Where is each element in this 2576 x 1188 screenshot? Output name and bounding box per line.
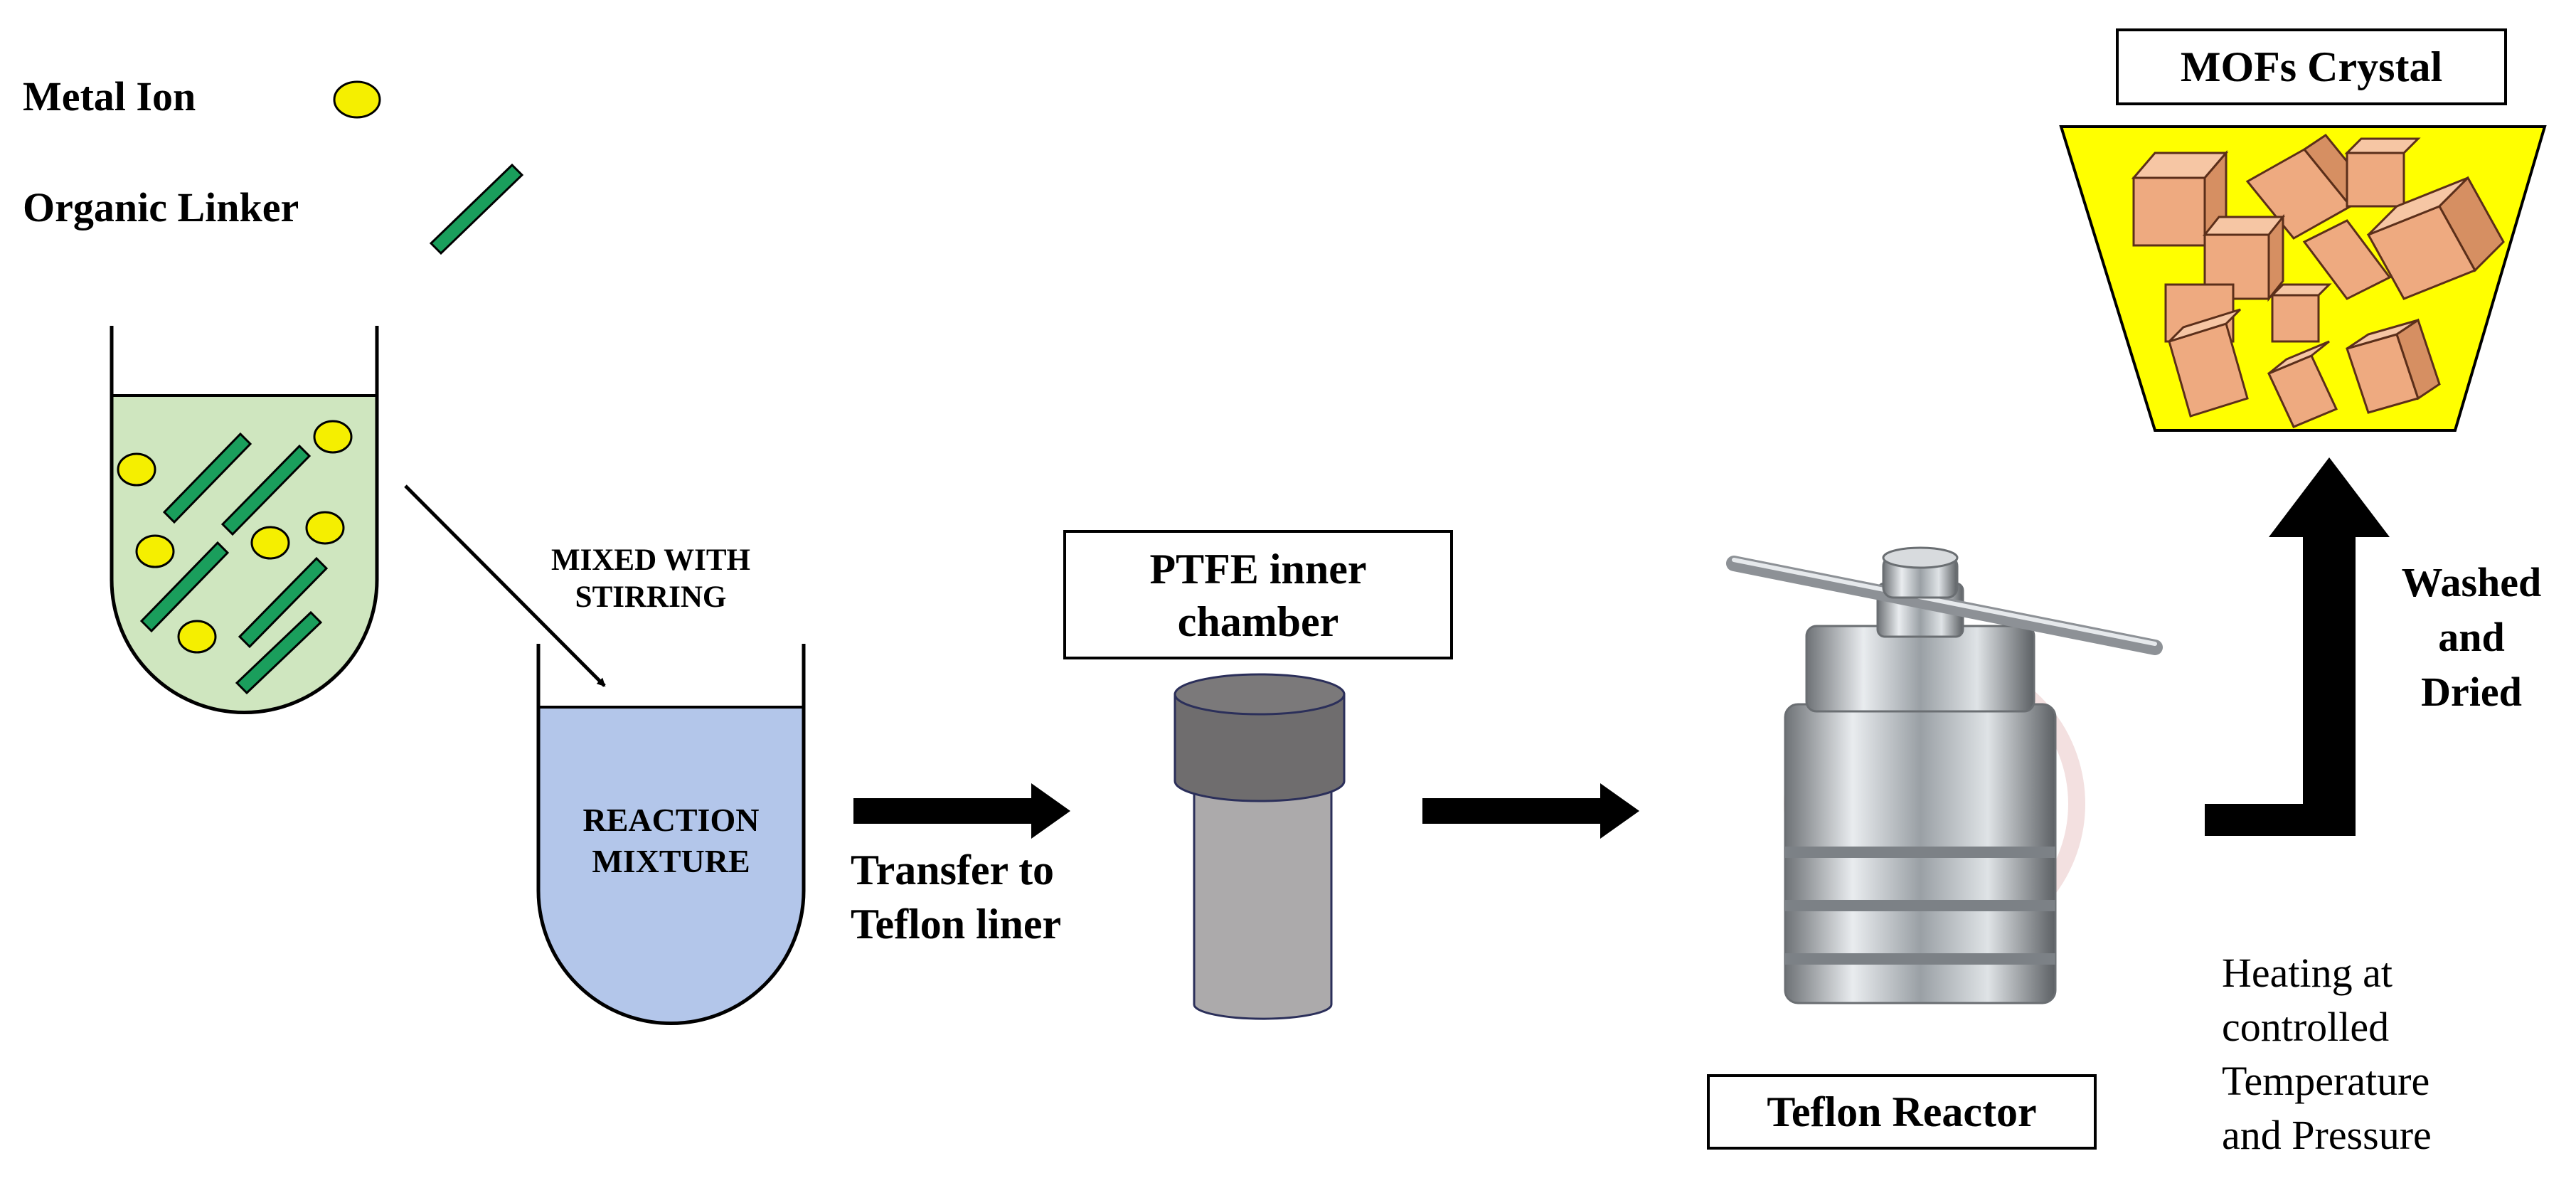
reactor-band bbox=[1785, 847, 2055, 858]
reactor-lid bbox=[1805, 625, 2035, 713]
organic-linker-particle bbox=[235, 610, 323, 695]
metal-ion-particle bbox=[117, 452, 156, 487]
mofs-crystal-label: MOFs Crystal bbox=[2116, 28, 2507, 105]
reaction-mixture-label: REACTION MIXTURE bbox=[538, 800, 804, 882]
mofs-crystal-bin bbox=[2059, 125, 2547, 432]
heating-line-2: controlled bbox=[2222, 1004, 2390, 1050]
heating-conditions-label: Heating at controlled Temperature and Pr… bbox=[2222, 946, 2432, 1162]
metal-ion-particle bbox=[313, 420, 353, 454]
ptfe-cap-top bbox=[1173, 673, 1346, 716]
transfer-line-2: Teflon liner bbox=[851, 901, 1062, 948]
transfer-label: Transfer to Teflon liner bbox=[851, 843, 1061, 951]
washed-and-dried-label: Washed and Dried bbox=[2368, 555, 2575, 719]
reactor-band bbox=[1785, 900, 2055, 911]
organic-linker-particle bbox=[139, 541, 230, 633]
washed-line-3: Dried bbox=[2421, 669, 2522, 715]
mixed-line-1: MIXED WITH bbox=[551, 543, 750, 577]
reactor-knob-top bbox=[1882, 546, 1959, 569]
organic-linker-particle bbox=[220, 444, 312, 536]
heating-line-4: and Pressure bbox=[2222, 1112, 2432, 1158]
organic-linker-particle bbox=[238, 556, 329, 649]
crystal-cube-group bbox=[2131, 133, 2505, 428]
metal-ion-particle bbox=[250, 526, 290, 560]
washed-dried-arrow bbox=[2205, 457, 2390, 836]
organic-linker-label: Organic Linker bbox=[23, 184, 299, 230]
reaction-liquid bbox=[538, 707, 804, 1024]
reaction-line-2: MIXTURE bbox=[592, 843, 750, 879]
metal-ion-label: Metal Ion bbox=[23, 73, 196, 120]
reactor-band bbox=[1785, 953, 2055, 965]
transfer-arrow bbox=[853, 783, 1070, 839]
ptfe-line-2: chamber bbox=[1177, 598, 1339, 645]
heating-line-1: Heating at bbox=[2222, 950, 2393, 996]
beaker-outline bbox=[536, 644, 806, 1025]
ptfe-body bbox=[1193, 777, 1333, 1020]
metal-ion-particle bbox=[135, 534, 175, 568]
metal-ion-particle bbox=[305, 511, 345, 545]
teflon-reactor-label: Teflon Reactor bbox=[1707, 1074, 2097, 1150]
ptfe-cap bbox=[1173, 693, 1346, 802]
reaction-line-1: REACTION bbox=[582, 802, 760, 838]
washed-line-2: and bbox=[2438, 614, 2505, 660]
metal-ion-legend-icon bbox=[333, 80, 381, 119]
organic-linker-particle bbox=[162, 432, 252, 524]
ptfe-inner-chamber-label: PTFE inner chamber bbox=[1063, 530, 1453, 659]
beaker-outline bbox=[110, 326, 379, 714]
mixed-with-stirring-label: MIXED WITH STIRRING bbox=[498, 542, 804, 616]
reactor-handle-highlight bbox=[1732, 558, 2157, 646]
mixing-arrow bbox=[404, 484, 606, 687]
heating-line-3: Temperature bbox=[2222, 1058, 2430, 1104]
transfer-arrow bbox=[1422, 783, 1639, 839]
organic-linker-legend-icon bbox=[429, 163, 524, 255]
metal-ion-particle bbox=[177, 620, 217, 654]
mixed-line-2: STIRRING bbox=[575, 580, 727, 614]
ptfe-liner bbox=[1173, 673, 1346, 1020]
reaction-beaker bbox=[536, 644, 806, 1025]
washed-line-1: Washed bbox=[2401, 559, 2542, 605]
reactor-handle-bar bbox=[1726, 556, 2163, 655]
ptfe-line-1: PTFE inner bbox=[1149, 546, 1367, 593]
teflon-reactor-image bbox=[1726, 546, 2163, 1004]
precursor-beaker bbox=[110, 326, 379, 714]
transfer-line-1: Transfer to bbox=[851, 847, 1055, 893]
